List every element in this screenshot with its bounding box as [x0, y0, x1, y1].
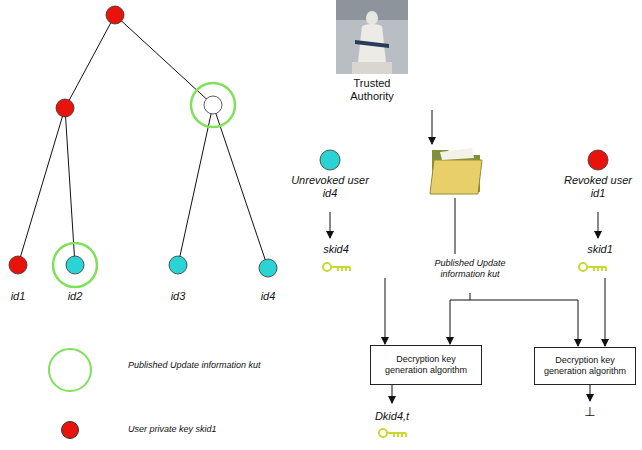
- box-text-group: Decryption key generation algorithm: [371, 352, 481, 378]
- process-box: Decryption key generation algorithm: [370, 345, 482, 385]
- user-dots: [320, 150, 608, 170]
- folder-icon: [430, 148, 482, 194]
- box-text: Decryption key generation algorithm: [371, 352, 481, 378]
- text-label: id2: [60, 290, 90, 303]
- text-label: Unrevoked user id4: [288, 174, 372, 200]
- text-label: id3: [163, 290, 193, 303]
- legend-ring: [48, 348, 92, 392]
- statue-picture: [336, 0, 408, 74]
- box-text-group: Decryption key generation algorithm: [535, 353, 635, 379]
- box-text: Decryption key generation algorithm: [535, 353, 635, 379]
- text-label: skid4: [311, 243, 361, 256]
- text-label: ⊥: [575, 404, 605, 420]
- text-label: Dkid4,t: [362, 410, 422, 423]
- legend-text: Published Update information kut: [128, 360, 278, 371]
- text-label: Published Update information kut: [415, 258, 525, 280]
- text-label: id4: [253, 290, 283, 303]
- legend-text: User private key skid1: [128, 424, 278, 435]
- text-label: id1: [3, 290, 33, 303]
- text-label: Trusted Authority: [332, 77, 412, 103]
- tree-edges: [18, 15, 268, 268]
- text-label: skid1: [575, 243, 625, 256]
- tree-nodes: [9, 6, 277, 277]
- process-box: Decryption key generation algorithm: [534, 347, 636, 385]
- text-label: Revoked user id1: [560, 174, 636, 200]
- legend-dot: [61, 421, 79, 439]
- update-rings: [53, 83, 235, 287]
